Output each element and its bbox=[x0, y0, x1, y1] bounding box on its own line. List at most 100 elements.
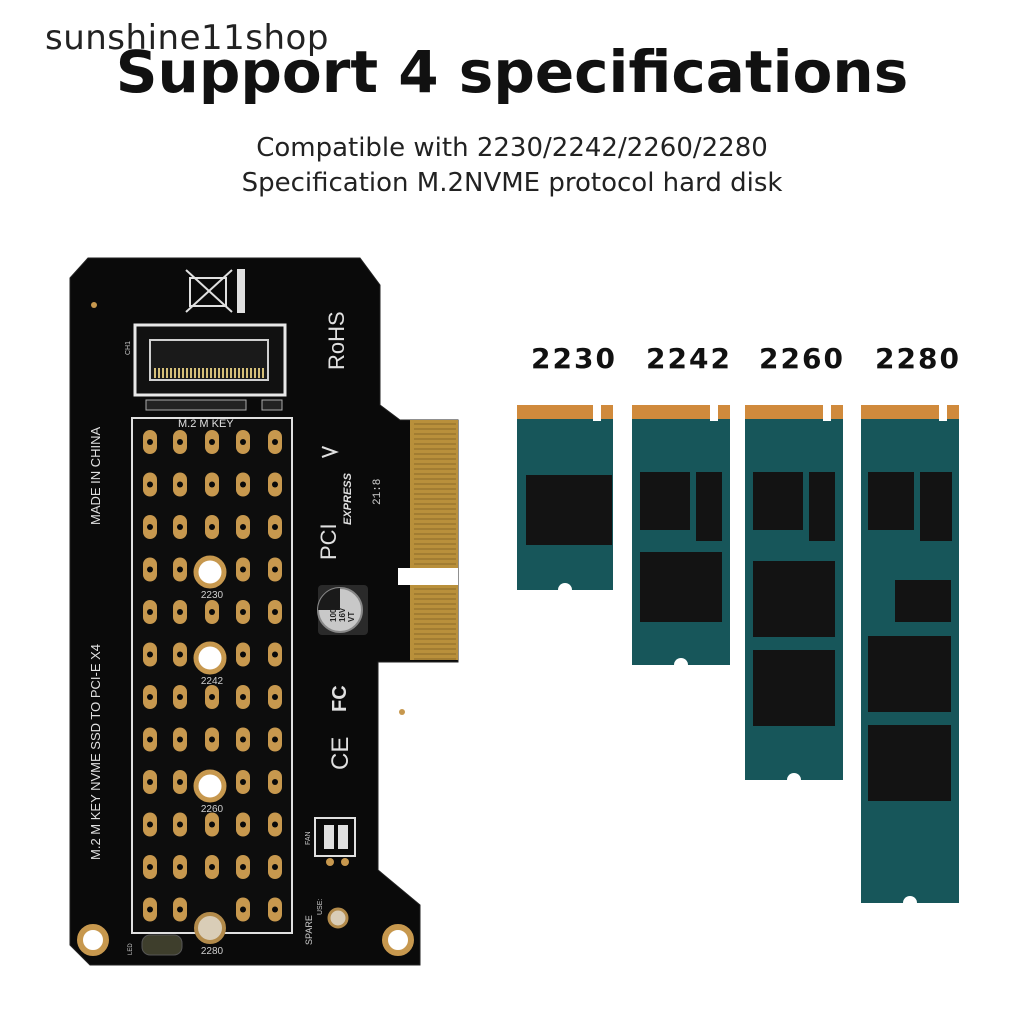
product-name-text: M.2 M KEY NVME SSD TO PCI-E X4 bbox=[88, 644, 103, 860]
ssd-chip bbox=[640, 472, 690, 530]
copper-pad bbox=[143, 812, 157, 837]
ssd-chip bbox=[640, 552, 722, 622]
copper-pad bbox=[236, 727, 250, 752]
copper-pad bbox=[236, 812, 250, 837]
copper-pad bbox=[143, 897, 157, 922]
copper-pad bbox=[268, 812, 282, 837]
copper-pad bbox=[173, 770, 187, 794]
copper-pad bbox=[268, 472, 282, 497]
fcc-mark: FC bbox=[329, 685, 351, 712]
weee-recycle-icon bbox=[185, 269, 245, 313]
copper-pad bbox=[143, 770, 157, 794]
ssd-2280 bbox=[861, 405, 959, 910]
copper-pad bbox=[143, 557, 157, 582]
mount-hole-left bbox=[77, 924, 109, 956]
copper-pad bbox=[236, 642, 250, 667]
svg-text:PCI: PCI bbox=[316, 523, 341, 560]
standoff-holes bbox=[193, 555, 227, 944]
made-in-china-text: MADE IN CHINA bbox=[88, 426, 103, 525]
cap-value: 100 bbox=[329, 608, 338, 622]
spare-hole bbox=[327, 907, 349, 929]
ssd-chip bbox=[868, 725, 951, 801]
copper-pad bbox=[268, 642, 282, 667]
standoff-label-2242: 2242 bbox=[201, 676, 224, 687]
ssd-chip bbox=[868, 636, 951, 712]
subtitle-line-2: Specification M.2NVME protocol hard disk bbox=[241, 168, 783, 198]
copper-pad bbox=[143, 515, 157, 539]
copper-pad bbox=[173, 855, 187, 879]
ssd-2230 bbox=[517, 405, 613, 597]
copper-pad bbox=[236, 515, 250, 539]
led-indicator bbox=[141, 934, 183, 956]
ch1-label: CH1 bbox=[125, 341, 132, 355]
copper-pad bbox=[173, 727, 187, 752]
copper-pad bbox=[173, 472, 187, 497]
copper-pad bbox=[268, 515, 282, 539]
use-label: USE: bbox=[317, 899, 324, 915]
ssd-chip bbox=[753, 472, 803, 530]
copper-pad bbox=[268, 855, 282, 879]
ssd-chip bbox=[868, 472, 914, 530]
ssd-chip bbox=[526, 475, 612, 545]
copper-pad bbox=[236, 557, 250, 582]
copper-pad bbox=[205, 812, 219, 837]
copper-pad bbox=[268, 600, 282, 624]
copper-pad bbox=[173, 600, 187, 624]
subtitle-line-1: Compatible with 2230/2242/2260/2280 bbox=[256, 133, 768, 163]
copper-pad bbox=[236, 600, 250, 624]
fan-header bbox=[314, 817, 356, 866]
cap-voltage: 16V bbox=[338, 607, 347, 622]
copper-pad bbox=[236, 770, 250, 794]
standoff-label-2260: 2260 bbox=[201, 804, 224, 815]
cap-type: VT bbox=[347, 612, 356, 622]
copper-pad bbox=[205, 685, 219, 709]
ssd-label-2242: 2242 bbox=[646, 342, 732, 375]
copper-pad bbox=[173, 812, 187, 837]
m2-key-label: M.2 M KEY bbox=[178, 418, 234, 430]
ssd-label-2260: 2260 bbox=[759, 342, 845, 375]
led-label: LED bbox=[128, 943, 134, 955]
date-code: 21:8 bbox=[372, 479, 384, 505]
copper-pad bbox=[173, 430, 187, 454]
shop-watermark: sunshine11shop bbox=[45, 18, 329, 58]
spare-label: SPARE bbox=[304, 915, 314, 945]
copper-pad bbox=[205, 727, 219, 752]
copper-pad bbox=[143, 600, 157, 624]
copper-pad bbox=[143, 685, 157, 709]
ssd-chip bbox=[895, 580, 951, 622]
mount-hole-right bbox=[382, 924, 414, 956]
ce-mark: CE bbox=[327, 737, 354, 770]
copper-pad bbox=[236, 472, 250, 497]
ssd-2260 bbox=[745, 405, 843, 787]
fan-label: FAN bbox=[305, 831, 312, 845]
copper-pad bbox=[205, 600, 219, 624]
copper-pad bbox=[173, 557, 187, 582]
copper-pad bbox=[268, 897, 282, 922]
rohs-mark: RoHS bbox=[324, 311, 349, 370]
copper-pad bbox=[205, 515, 219, 539]
ssd-2242 bbox=[632, 405, 730, 672]
copper-pad bbox=[268, 557, 282, 582]
copper-pad bbox=[173, 897, 187, 922]
copper-pad bbox=[205, 472, 219, 497]
ssd-chip bbox=[809, 472, 835, 541]
copper-pad bbox=[236, 855, 250, 879]
page-title: Support 4 specifications bbox=[115, 38, 909, 106]
copper-pad bbox=[205, 430, 219, 454]
ssd-chip bbox=[920, 472, 952, 541]
ssd-chip bbox=[753, 650, 835, 726]
ssd-chip bbox=[696, 472, 722, 541]
pci-express-logo: PCI EXPRESS bbox=[316, 446, 354, 560]
copper-pad bbox=[143, 727, 157, 752]
copper-pad bbox=[236, 685, 250, 709]
copper-pad bbox=[236, 430, 250, 454]
copper-pad bbox=[143, 472, 157, 497]
copper-pad bbox=[143, 855, 157, 879]
copper-pad bbox=[268, 430, 282, 454]
copper-pad bbox=[173, 515, 187, 539]
ssd-label-2280: 2280 bbox=[875, 342, 961, 375]
ssd-size-diagrams bbox=[517, 405, 959, 910]
standoff-label-2280: 2280 bbox=[201, 946, 224, 957]
copper-pad bbox=[143, 642, 157, 667]
